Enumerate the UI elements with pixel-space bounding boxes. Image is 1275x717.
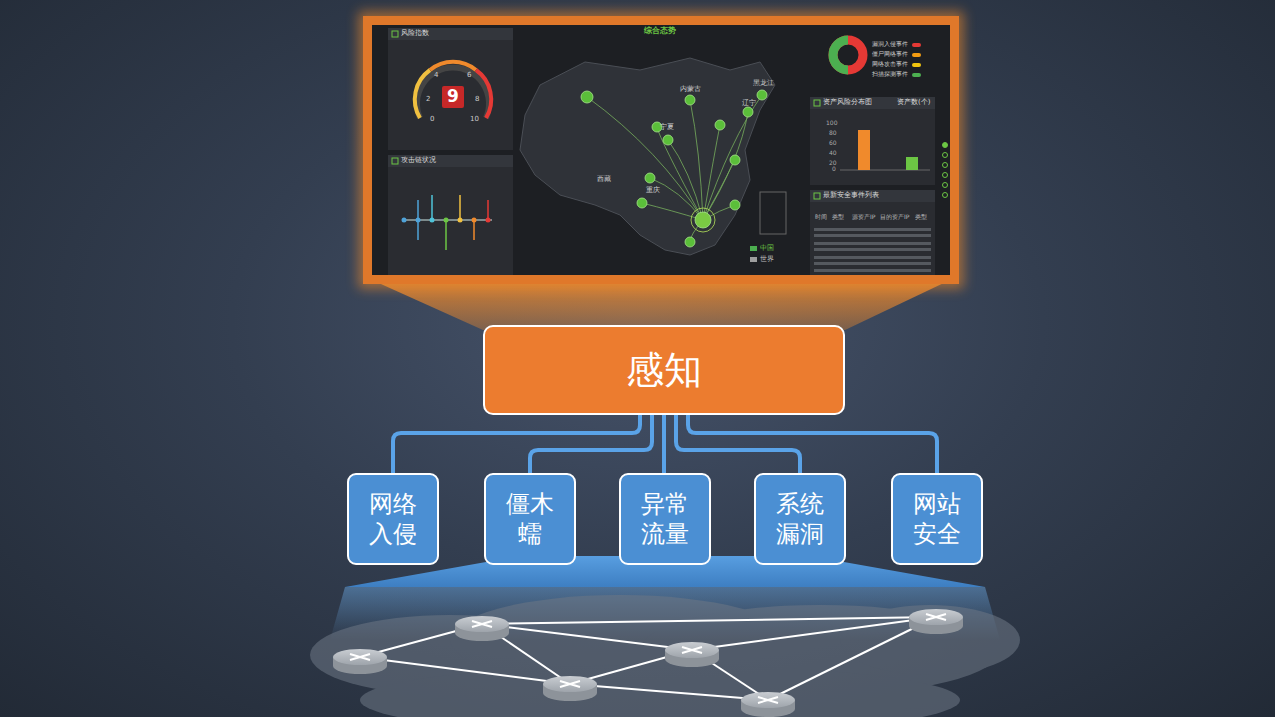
legend-item: 扫描探测事件 xyxy=(872,70,921,79)
connector xyxy=(662,415,666,473)
panel-icon xyxy=(392,158,398,164)
axis-tick: 60 xyxy=(829,140,837,147)
panel-icon xyxy=(814,100,820,106)
donut-chart xyxy=(833,40,863,70)
node-text: 网站安全 xyxy=(913,489,961,549)
connector xyxy=(676,415,800,473)
legend-text: 中国 xyxy=(760,243,774,253)
legend-item: 中国 xyxy=(750,243,774,253)
axis-tick: 100 xyxy=(826,120,837,127)
panel xyxy=(810,190,935,275)
gauge-track xyxy=(417,68,489,118)
category-box: 网络入侵 xyxy=(347,473,439,565)
table-header: 时间 xyxy=(815,214,827,221)
node-text: 感知 xyxy=(626,345,702,396)
legend-item: 网络攻击事件 xyxy=(872,60,921,69)
node-text: 系统漏洞 xyxy=(776,489,824,549)
gauge-tick: 0 xyxy=(430,116,434,124)
gauge-tick: 6 xyxy=(467,72,471,80)
gauge-value: 9 xyxy=(447,87,459,106)
panel-title: 攻击链状况 xyxy=(401,157,436,165)
network-cloud xyxy=(310,595,1020,717)
attack-chain xyxy=(402,195,493,250)
map-label: 宁夏 xyxy=(660,124,674,132)
axis-tick: 0 xyxy=(832,166,836,173)
map-label: 辽宁 xyxy=(742,100,756,108)
connector xyxy=(393,415,640,473)
map-label: 黑龙江 xyxy=(753,80,774,88)
map-label: 重庆 xyxy=(646,187,660,195)
panel-icon xyxy=(814,193,820,199)
panel-title: 资产数(个) xyxy=(897,99,930,107)
axis-tick: 80 xyxy=(829,130,837,137)
legend-item: 世界 xyxy=(750,254,774,264)
node-text: 网络入侵 xyxy=(369,489,417,549)
chart-bar xyxy=(906,157,918,170)
map-inset xyxy=(760,192,786,234)
screen-glow xyxy=(358,11,964,289)
panel-title: 资产风险分布图 xyxy=(823,99,872,107)
map-outline xyxy=(520,58,775,255)
process-box: 感知 xyxy=(483,325,845,415)
panel xyxy=(810,97,935,185)
gauge-value-box xyxy=(442,86,464,108)
legend-text: 僵尸网络事件 xyxy=(872,50,908,59)
category-box: 异常流量 xyxy=(619,473,711,565)
category-box: 网站安全 xyxy=(891,473,983,565)
table-header: 类型 xyxy=(915,214,927,221)
gauge-arc xyxy=(430,62,476,70)
legend-swatch xyxy=(912,63,921,67)
panel-title-bar xyxy=(810,97,935,109)
map-label: 内蒙古 xyxy=(680,86,701,94)
attack-flows xyxy=(587,95,762,242)
legend-swatch xyxy=(912,53,921,57)
connector xyxy=(530,415,652,473)
panel-title-bar xyxy=(810,190,935,202)
category-box: 僵木蠕 xyxy=(484,473,576,565)
legend-text: 漏洞入侵事件 xyxy=(872,40,908,49)
axis-tick: 40 xyxy=(829,150,837,157)
map-label: 西藏 xyxy=(597,176,611,184)
category-box: 系统漏洞 xyxy=(754,473,846,565)
legend-swatch xyxy=(912,43,921,47)
legend-item: 僵尸网络事件 xyxy=(872,50,921,59)
panel-title: 风险指数 xyxy=(401,30,429,38)
chart-bar xyxy=(858,130,870,170)
legend-item: 漏洞入侵事件 xyxy=(872,40,921,49)
screen-title: 综合态势 xyxy=(644,27,676,36)
panel-title: 最新安全事件列表 xyxy=(823,192,879,200)
table-rows xyxy=(814,228,931,272)
page-dots xyxy=(943,143,948,198)
map-markers xyxy=(581,90,767,247)
gauge-tick: 8 xyxy=(475,96,479,104)
legend-swatch xyxy=(750,257,757,262)
screen-frame xyxy=(363,16,959,284)
legend-swatch xyxy=(912,73,921,77)
screen xyxy=(372,25,950,275)
gauge-tick: 2 xyxy=(426,96,430,104)
panel-icon xyxy=(392,31,398,37)
panel-title-bar xyxy=(388,28,513,40)
panel xyxy=(388,28,513,150)
network-links xyxy=(360,617,936,700)
node-text: 异常流量 xyxy=(641,489,689,549)
table-header: 目的资产IP xyxy=(880,214,909,221)
gauge-tick: 4 xyxy=(434,72,438,80)
gauge-arc xyxy=(476,70,491,118)
node-text: 僵木蠕 xyxy=(506,489,554,549)
legend-text: 扫描探测事件 xyxy=(872,70,908,79)
table-header: 类型 xyxy=(832,214,844,221)
router-icons xyxy=(333,609,963,717)
gauge-tick: 10 xyxy=(470,116,479,124)
legend-swatch xyxy=(750,246,757,251)
donut-slice xyxy=(833,40,848,70)
table-header: 源资产IP xyxy=(852,214,875,221)
connector xyxy=(688,415,937,473)
legend-text: 世界 xyxy=(760,254,774,264)
gauge-arc xyxy=(415,70,430,118)
panel-title-bar xyxy=(388,155,513,167)
panel xyxy=(388,155,513,275)
legend-text: 网络攻击事件 xyxy=(872,60,908,69)
